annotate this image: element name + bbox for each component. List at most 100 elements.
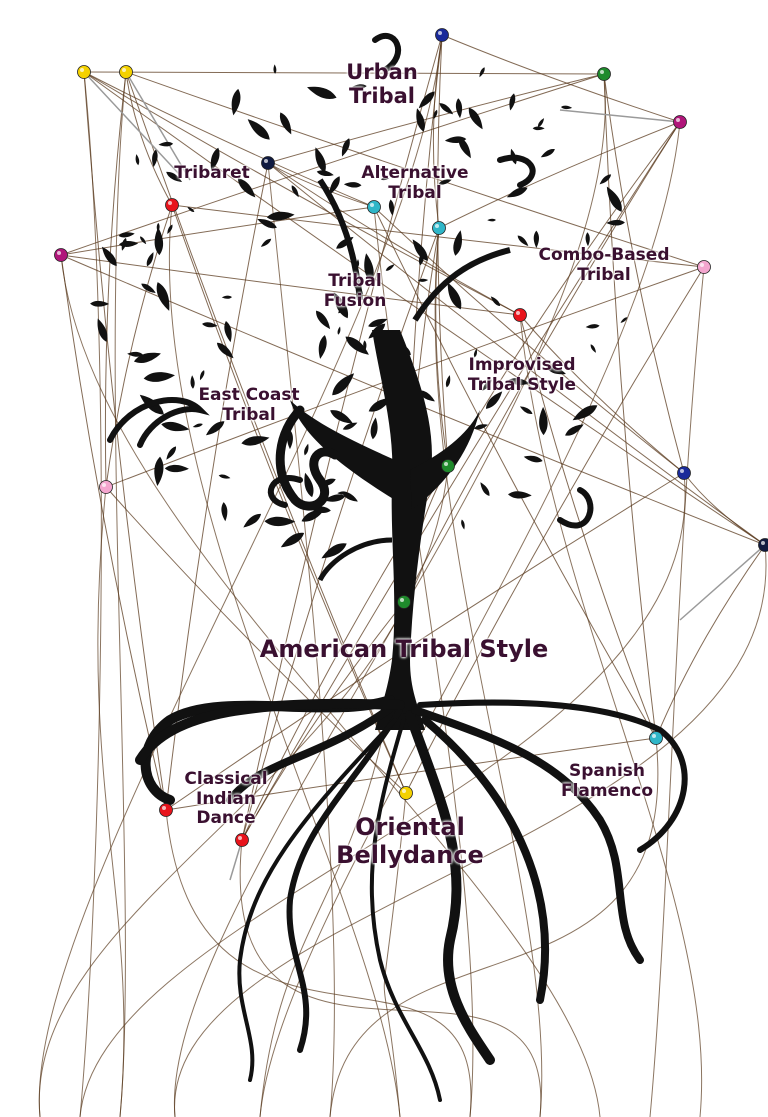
pin-highlight: [102, 483, 106, 487]
leaf: [343, 333, 372, 358]
leaf: [519, 404, 534, 415]
pin-needle: [84, 72, 180, 175]
pin-highlight: [444, 462, 448, 466]
pin-highlight: [516, 311, 520, 315]
pin-highlight: [600, 70, 604, 74]
leaf: [133, 349, 162, 365]
thread: [98, 487, 124, 1117]
pin-head: [433, 222, 446, 235]
pin-head: [236, 834, 249, 847]
thread: [80, 72, 101, 1117]
label-tribaret: Tribaret: [174, 164, 250, 184]
pin-highlight: [761, 541, 765, 545]
label-oriental-bellydance: OrientalBellydance: [336, 814, 484, 869]
pin-head: [398, 596, 411, 609]
leaf: [603, 184, 625, 214]
pin-head: [678, 467, 691, 480]
leaf: [537, 117, 546, 128]
pin-head: [78, 66, 91, 79]
leaf: [489, 295, 501, 308]
leaf: [460, 519, 465, 530]
pin-highlight: [57, 251, 61, 255]
leaf: [445, 375, 452, 388]
leaf: [533, 127, 545, 131]
pin-highlight: [400, 598, 404, 602]
pin-head: [759, 539, 768, 552]
thread: [84, 72, 166, 810]
leaf: [277, 111, 295, 136]
leaf: [135, 154, 140, 166]
label-urban-tribal: UrbanTribal: [346, 60, 418, 108]
leaf: [164, 445, 178, 461]
pin-head: [650, 732, 663, 745]
pin-highlight: [80, 68, 84, 72]
leaf: [143, 370, 175, 383]
leaf: [223, 320, 234, 343]
leaf: [218, 473, 231, 479]
leaf: [154, 227, 164, 255]
thread: [61, 255, 166, 810]
leaf: [260, 237, 273, 248]
leaf: [241, 511, 263, 530]
leaf: [585, 324, 599, 330]
pin-highlight: [652, 734, 656, 738]
pin-head: [514, 309, 527, 322]
leaf: [313, 309, 333, 332]
tree-roots: [140, 700, 685, 1100]
thread: [61, 255, 520, 315]
pin-highlight: [435, 224, 439, 228]
pin-highlight: [676, 118, 680, 122]
leaf: [451, 229, 464, 256]
label-alternative-tribal: AlternativeTribal: [361, 164, 468, 203]
pin-head: [262, 157, 275, 170]
leaf: [165, 465, 189, 473]
leaf: [319, 540, 349, 562]
pin-head: [674, 116, 687, 129]
leaf: [540, 147, 557, 159]
leaf: [570, 402, 599, 424]
label-improvised-tribal-style: ImprovisedTribal Style: [468, 356, 576, 395]
leaf: [90, 301, 109, 307]
leaf: [190, 375, 195, 389]
pin-head: [436, 29, 449, 42]
thread: [442, 35, 680, 122]
pin-highlight: [370, 203, 374, 207]
label-tribal-fusion: TribalFusion: [324, 272, 387, 311]
leaf: [317, 334, 329, 359]
thread: [115, 72, 126, 1117]
thread: [684, 473, 765, 545]
label-combo-based-tribal: Combo-BasedTribal: [538, 246, 669, 285]
pin-head: [166, 199, 179, 212]
pin-highlight: [438, 31, 442, 35]
thread: [61, 207, 374, 255]
label-american-tribal-style: American Tribal Style: [260, 636, 548, 664]
pin-highlight: [168, 201, 172, 205]
leaf: [160, 420, 190, 434]
leaf: [279, 529, 307, 550]
leaf: [145, 251, 156, 267]
pin-head: [400, 787, 413, 800]
thread: [84, 72, 604, 74]
leaf: [487, 219, 496, 222]
leaf: [478, 67, 486, 78]
leaf: [508, 491, 532, 499]
pin-head: [598, 68, 611, 81]
pin-head: [120, 66, 133, 79]
pin-head: [698, 261, 711, 274]
root: [290, 710, 400, 1050]
thread: [240, 840, 541, 1117]
pin-highlight: [238, 836, 242, 840]
root: [410, 715, 490, 1060]
leaf: [245, 116, 273, 143]
leaf: [202, 322, 218, 329]
leaf: [561, 105, 572, 109]
leaf: [222, 296, 232, 299]
leaf: [344, 182, 362, 188]
leaf: [241, 433, 271, 447]
thread: [406, 267, 704, 793]
leaf: [466, 106, 486, 132]
